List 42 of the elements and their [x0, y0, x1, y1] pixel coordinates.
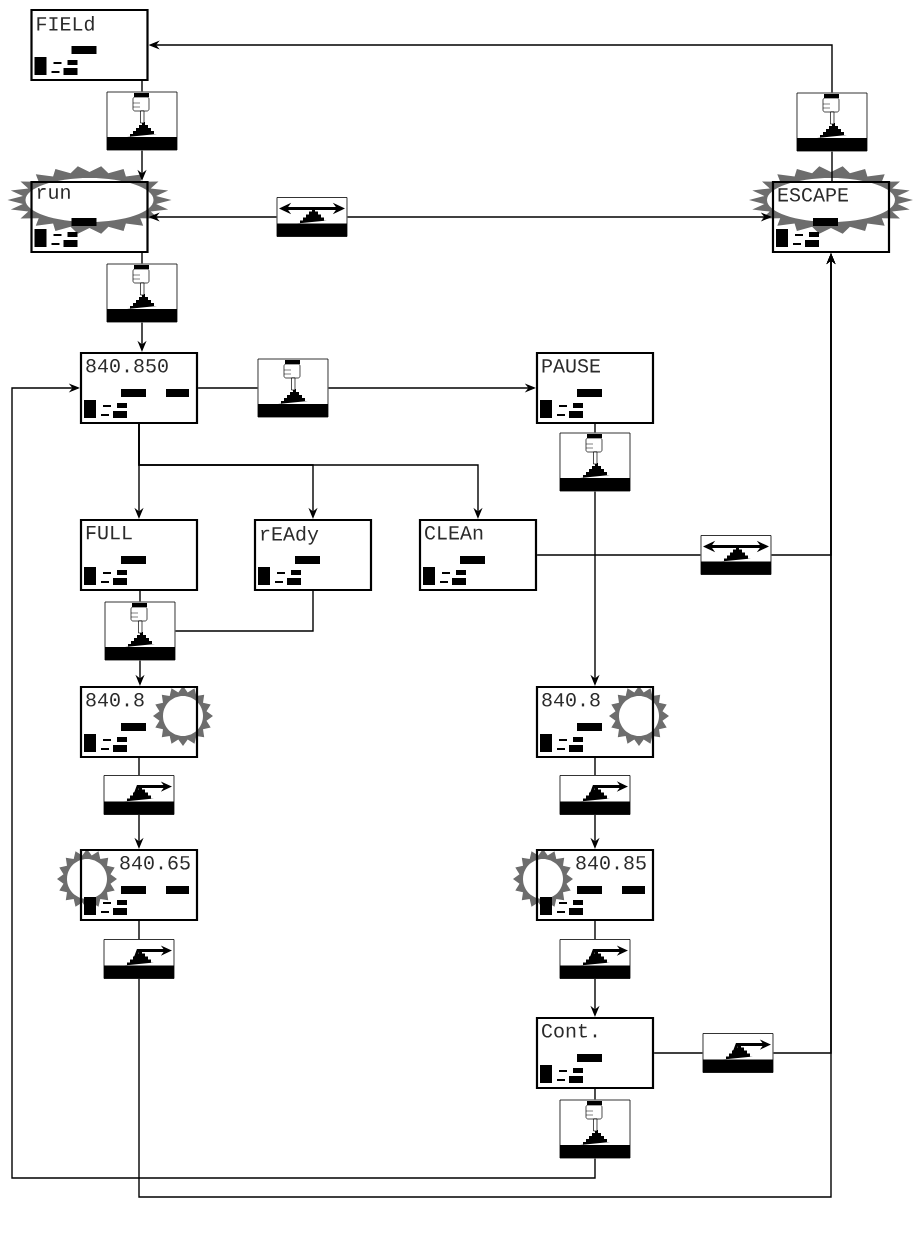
button-press-drawing: [559, 775, 631, 815]
button-press-drawing: [103, 939, 175, 979]
lcd-display: rEAdy: [253, 518, 373, 592]
connector-line: [653, 1052, 704, 1054]
button-press-drawing: [276, 197, 348, 237]
connector-line: [536, 554, 702, 556]
connector-line: [594, 757, 596, 776]
connector-line: [141, 252, 143, 265]
lcd-display: 840.85: [535, 848, 655, 922]
lcd-display: FIELd: [30, 8, 149, 82]
button-press-drawing: [559, 939, 631, 979]
lcd-display: 840.8: [535, 685, 655, 759]
connector-line: [831, 150, 833, 182]
connector-line: [594, 423, 596, 434]
button-press-drawing: [104, 601, 176, 661]
connector-line: [141, 80, 143, 93]
button-press-drawing: [103, 775, 175, 815]
connector-line: [139, 590, 141, 603]
lcd-display: 840.8: [79, 685, 199, 759]
button-press-drawing: [559, 432, 631, 492]
lcd-display: ESCAPE: [771, 180, 891, 254]
button-press-drawing: [559, 1099, 631, 1159]
connector-line: [174, 590, 314, 632]
button-press-drawing: [700, 535, 772, 575]
connector-line: [138, 920, 140, 940]
connector-line: [594, 1088, 596, 1101]
button-press-drawing: [796, 92, 868, 152]
button-press-drawing: [257, 358, 329, 418]
connector-line: [197, 387, 259, 389]
button-press-drawing: [106, 263, 178, 323]
lcd-display: Cont.: [535, 1016, 655, 1090]
lcd-display: 840.65: [79, 848, 199, 922]
button-press-drawing: [106, 91, 178, 151]
lcd-display: FULL: [79, 518, 199, 592]
lcd-display: CLEAn: [418, 518, 538, 592]
lcd-display: run: [30, 180, 149, 254]
connector-line: [594, 920, 596, 940]
button-press-drawing: [702, 1033, 774, 1073]
arrow: [11, 383, 596, 1179]
lcd-display: PAUSE: [535, 351, 655, 425]
lcd-display: 840.850: [79, 351, 199, 425]
connector-line: [138, 757, 140, 776]
